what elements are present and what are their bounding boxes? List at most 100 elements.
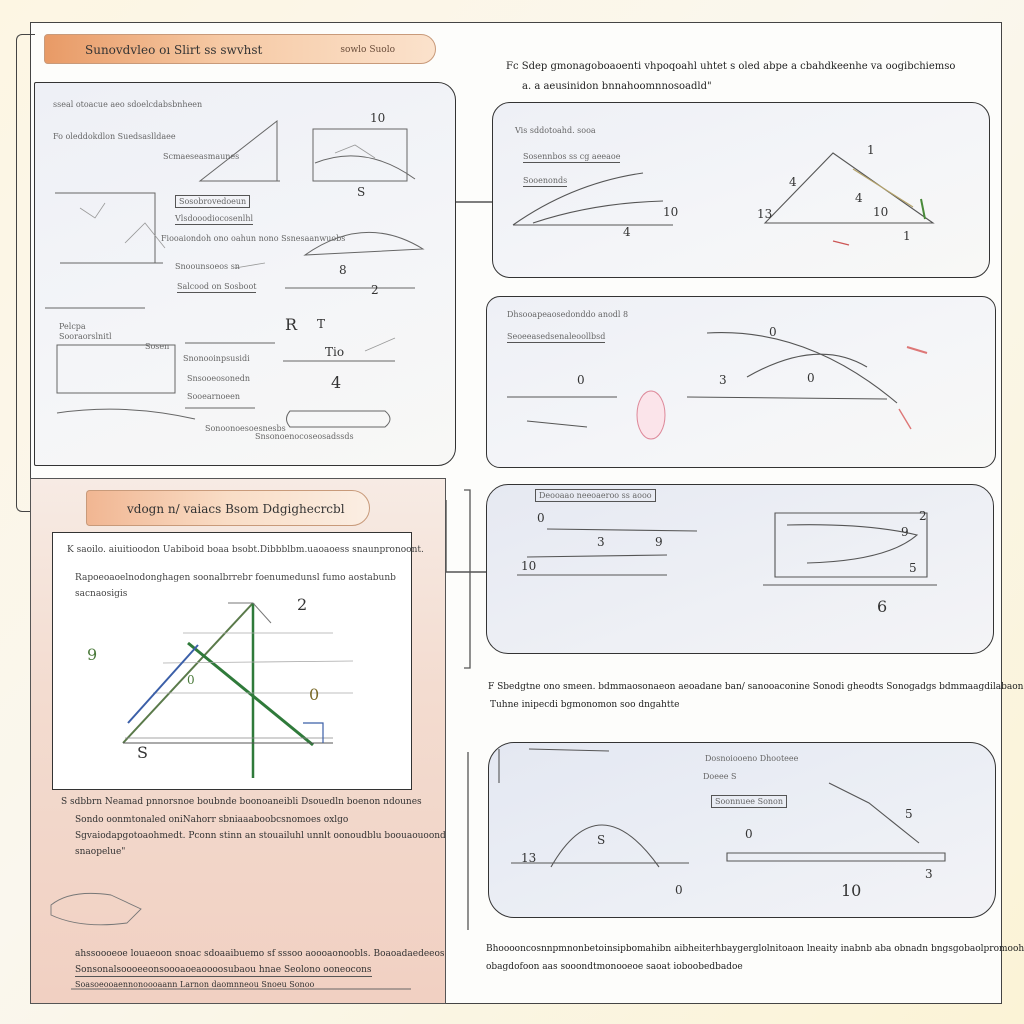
r3-box-label: Deooaao neeoaeroo ss aooo [535,489,656,502]
warm-footer-1: ahssoooeoe louaeoon snoac sdoaaibuemo sf… [75,949,445,959]
r4-digit-2: S [597,833,606,847]
r4-line-3: Soonnuee Sonon [711,795,787,808]
big-digit-8: T [317,317,326,331]
sketch-panel-3: Deooaao neeoaeroo ss aooo 10 5 3 6 2 9 0… [486,484,994,654]
card-digit-4: 0 [309,685,320,704]
r1-digit-5: 10 [663,205,679,219]
big-line-14: Sooearnoeen [187,392,241,401]
r2-digit-3: 3 [719,373,727,387]
r3-digit-7: 0 [537,511,545,525]
r2-digit-1: 0 [769,325,777,339]
big-line-2: Fo oleddokdlon Suedsaslldaee [53,132,176,141]
r1-digit-6: 13 [757,207,773,221]
r1-digit-2: 4 [789,175,797,189]
r3-note-1: F Sbedgtne ono smeen. bdmmaosonaeon aeoa… [488,682,1024,692]
card-line-1: Rapoeoaoelnodonghagen soonalbrrebr foenu… [75,573,396,583]
r4-digit-3: 0 [745,827,753,841]
big-panel-sketches [45,119,425,428]
big-line-11: Sosen [145,342,170,351]
r2-digit-2: 0 [577,373,585,387]
top-banner-title: Sunovdvleo oı Slirt ss swvhst [85,43,263,57]
card-digit-1: 2 [297,595,308,614]
r2-sketches [507,332,928,440]
geometry-card: K saoilo. aiuitioodon Uabiboid boaa bsob… [52,532,424,790]
r3-digit-1: 10 [521,559,537,573]
big-digit-5: Tio [325,345,345,359]
card-title: K saoilo. aiuitioodon Uabiboid boaa bsob… [67,545,424,555]
r2-line-2: Seoeeasedsenaleoollbsd [507,332,606,343]
big-line-12: Snonooinpsusidi [183,354,250,363]
warm-footer-3: Soasoeooaennonoooaann Larnon daomnneou S… [75,980,315,989]
big-digit-4: 2 [371,283,379,297]
r1-digit-3: 4 [855,191,863,205]
top-right-note-2: a. a aeusinidon bnnahoomnnosoadld" [522,81,712,92]
r4-line-1: Dosnoiooeno Dhooteee [705,754,799,763]
side-banner: vdogn n/ vaiacs Bsom Ddgighecrcbl [86,490,370,526]
r4-line-2: Doeee S [703,772,737,781]
big-sketch-panel: sseal otoacue aeo sdoelcdabsbnheen Fo ol… [34,82,456,466]
side-banner-title: vdogn n/ vaiacs Bsom Ddgighecrcbl [127,502,345,516]
r4-digit-5: 10 [841,881,862,900]
big-digit-6: 4 [331,373,342,392]
big-digit-1: 10 [370,111,386,125]
big-line-3: Scmaeseasmaunes [163,152,240,161]
big-line-6: Fiooaiondoh ono oahun nono Ssnesaanwuobs [161,234,346,243]
warm-note-2: Sondo oonmtonaled oniNahorr sbniaaaboobc… [75,815,349,825]
r3-note-2: Tuhne inipecdi bgmonomon soo dngahtte [490,700,680,710]
r2-line-1: Dhsooapeaosedonddo anodl 8 [507,310,629,319]
r1-line-2: Sosennbos ss cg aeeaoe [523,152,621,163]
card-digit-5: 0 [187,673,195,687]
r1-digit-1: 1 [867,143,875,157]
big-line-16: Snsonoenocoseosadssds [255,432,354,441]
r3-sketches [517,512,937,586]
big-line-1: sseal otoacue aeo sdoelcdabsbnheen [53,100,203,109]
r4-digit-1: 13 [521,851,537,865]
r1-sketches [512,152,935,246]
card-geometry-sketch [122,602,354,778]
big-digit-7: R [285,315,298,334]
r1-digit-8: 1 [903,229,911,243]
top-banner: Sunovdvleo oı Slirt ss swvhst sowlo Suol… [44,34,436,64]
big-digit-2: S [357,185,366,199]
r4-sketches [498,748,946,868]
r3-digit-6: 9 [901,525,909,539]
r4-digit-6: 0 [675,883,683,897]
big-digit-3: 8 [339,263,347,277]
top-right-note-1: Fc Sdep gmonagoboaoenti vhpoqoahl uhtet … [506,61,956,72]
sketch-panel-2: Dhsooapeaosedonddo anodl 8 Seoeeasedsena… [486,296,996,468]
warm-footer-2: Sonsonalsoooeeonsoooaoeaoooosubaou hnae … [75,965,372,977]
r3-digit-4: 6 [877,597,888,616]
sketch-panel-4: Dosnoiooeno Dhooteee Doeee S Soonnuee So… [488,742,996,918]
big-line-13: Snsooeosonedn [187,374,251,383]
r1-line-3: Sooenonds [523,176,568,187]
r1-line-1: Vis sddotoahd. sooa [515,126,596,135]
r3-digit-8: 9 [655,535,663,549]
card-digit-3: S [137,743,148,762]
card-line-2: sacnaosigis [75,589,128,599]
warm-panel-sketch [50,892,411,990]
left-bracket [16,34,35,512]
warm-note-3: Sgvaiodapgotoaohmedt. Pconn stinn an sto… [75,831,446,841]
big-line-7: Snoounsoeos sn [175,262,240,271]
big-line-8: Salcood on Sosboot [177,282,257,293]
r4-digit-7: 3 [925,867,933,881]
big-line-9: Pelcpa [59,322,86,331]
card-digit-2: 9 [87,645,98,664]
big-line-4: Sosobrovedoeun [175,195,251,208]
big-line-10: Sooraorslnitl [59,332,112,341]
r3-digit-3: 3 [597,535,605,549]
warm-note-1: S sdbbrn Neamad pnnorsnoe boubnde boonoa… [61,797,422,807]
r3-digit-2: 5 [909,561,917,575]
r1-digit-4: 10 [873,205,889,219]
warm-note-4: snaopelue" [75,847,126,857]
bottom-right-note-1: Bhooooncosnnpmnonbetoinsipbomahibn aibhe… [486,944,1024,954]
r1-digit-7: 4 [623,225,631,239]
big-line-15: Sonoonoesoesnesbs [205,424,286,433]
r2-digit-4: 0 [807,371,815,385]
sketch-panel-1: Vis sddotoahd. sooa Sosennbos ss cg aeea… [492,102,990,278]
r3-digit-5: 2 [919,509,927,523]
top-banner-subtitle: sowlo Suolo [340,45,395,55]
bottom-right-note-2: obagdofoon aas sooondtmonooeoe saoat iob… [486,962,743,972]
r4-digit-4: 5 [905,807,913,821]
